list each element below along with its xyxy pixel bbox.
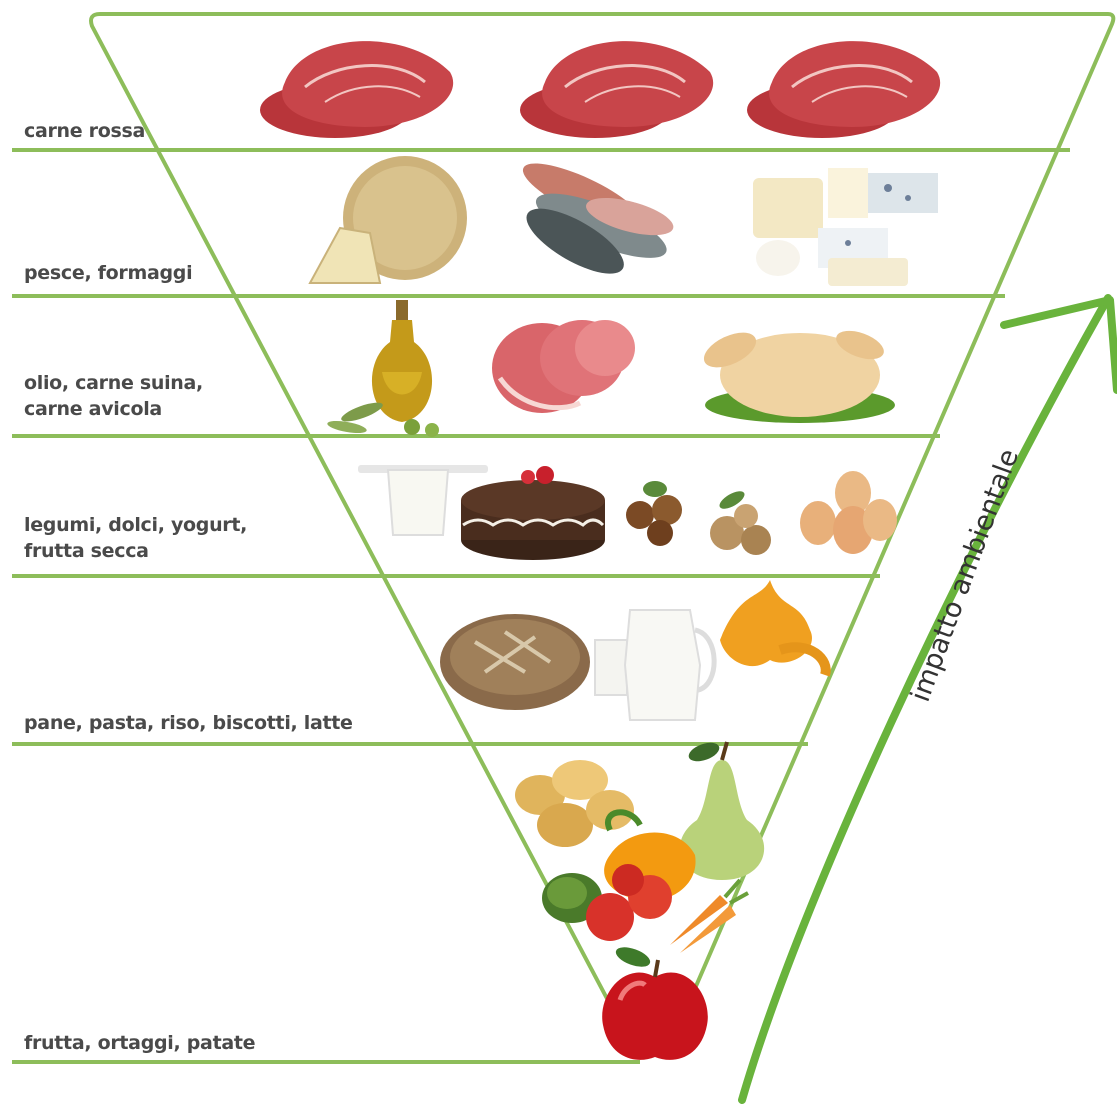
tier-label-line: pane, pasta, riso, biscotti, latte xyxy=(24,710,353,736)
tier-label-line: olio, carne suina, xyxy=(24,370,203,396)
cheese-wheel-icon xyxy=(310,156,467,283)
red-meat-steak-icon xyxy=(260,41,453,138)
hazelnuts-icon xyxy=(626,481,682,546)
tier-label-fish-cheese: pesce, formaggi xyxy=(24,260,192,286)
red-meat-steak-icon xyxy=(747,41,940,138)
red-meat-steak-icon xyxy=(520,41,713,138)
tier-label-fruit-vegetables: frutta, ortaggi, patate xyxy=(24,1030,255,1056)
tier-label-bread-pasta: pane, pasta, riso, biscotti, latte xyxy=(24,710,353,736)
tier-label-line: frutta, ortaggi, patate xyxy=(24,1030,255,1056)
tier-label-line: carne rossa xyxy=(24,118,145,144)
tier-label-red-meat: carne rossa xyxy=(24,118,145,144)
whole-chicken-icon xyxy=(699,325,895,423)
tier-label-legumes-sweets: legumi, dolci, yogurt, frutta secca xyxy=(24,512,247,564)
tier-label-line: carne avicola xyxy=(24,396,203,422)
chocolate-cake-icon xyxy=(461,466,605,560)
pork-meat-icon xyxy=(492,320,635,413)
fish-icon xyxy=(516,152,677,286)
olive-oil-bottle-icon xyxy=(326,300,439,437)
tier-label-oil-pork-poultry: olio, carne suina, carne avicola xyxy=(24,370,203,422)
cheese-assortment-icon xyxy=(753,168,938,286)
milk-jug-icon xyxy=(595,610,714,720)
eggs-icon xyxy=(800,471,897,554)
bread-loaf-icon xyxy=(440,614,590,710)
tier-label-line: pesce, formaggi xyxy=(24,260,192,286)
pasta-icon xyxy=(720,580,826,675)
tier-label-line: frutta secca xyxy=(24,538,247,564)
apple-icon xyxy=(602,943,708,1060)
tier-label-line: legumi, dolci, yogurt, xyxy=(24,512,247,538)
walnuts-icon xyxy=(710,488,771,555)
potatoes-icon xyxy=(515,760,634,847)
